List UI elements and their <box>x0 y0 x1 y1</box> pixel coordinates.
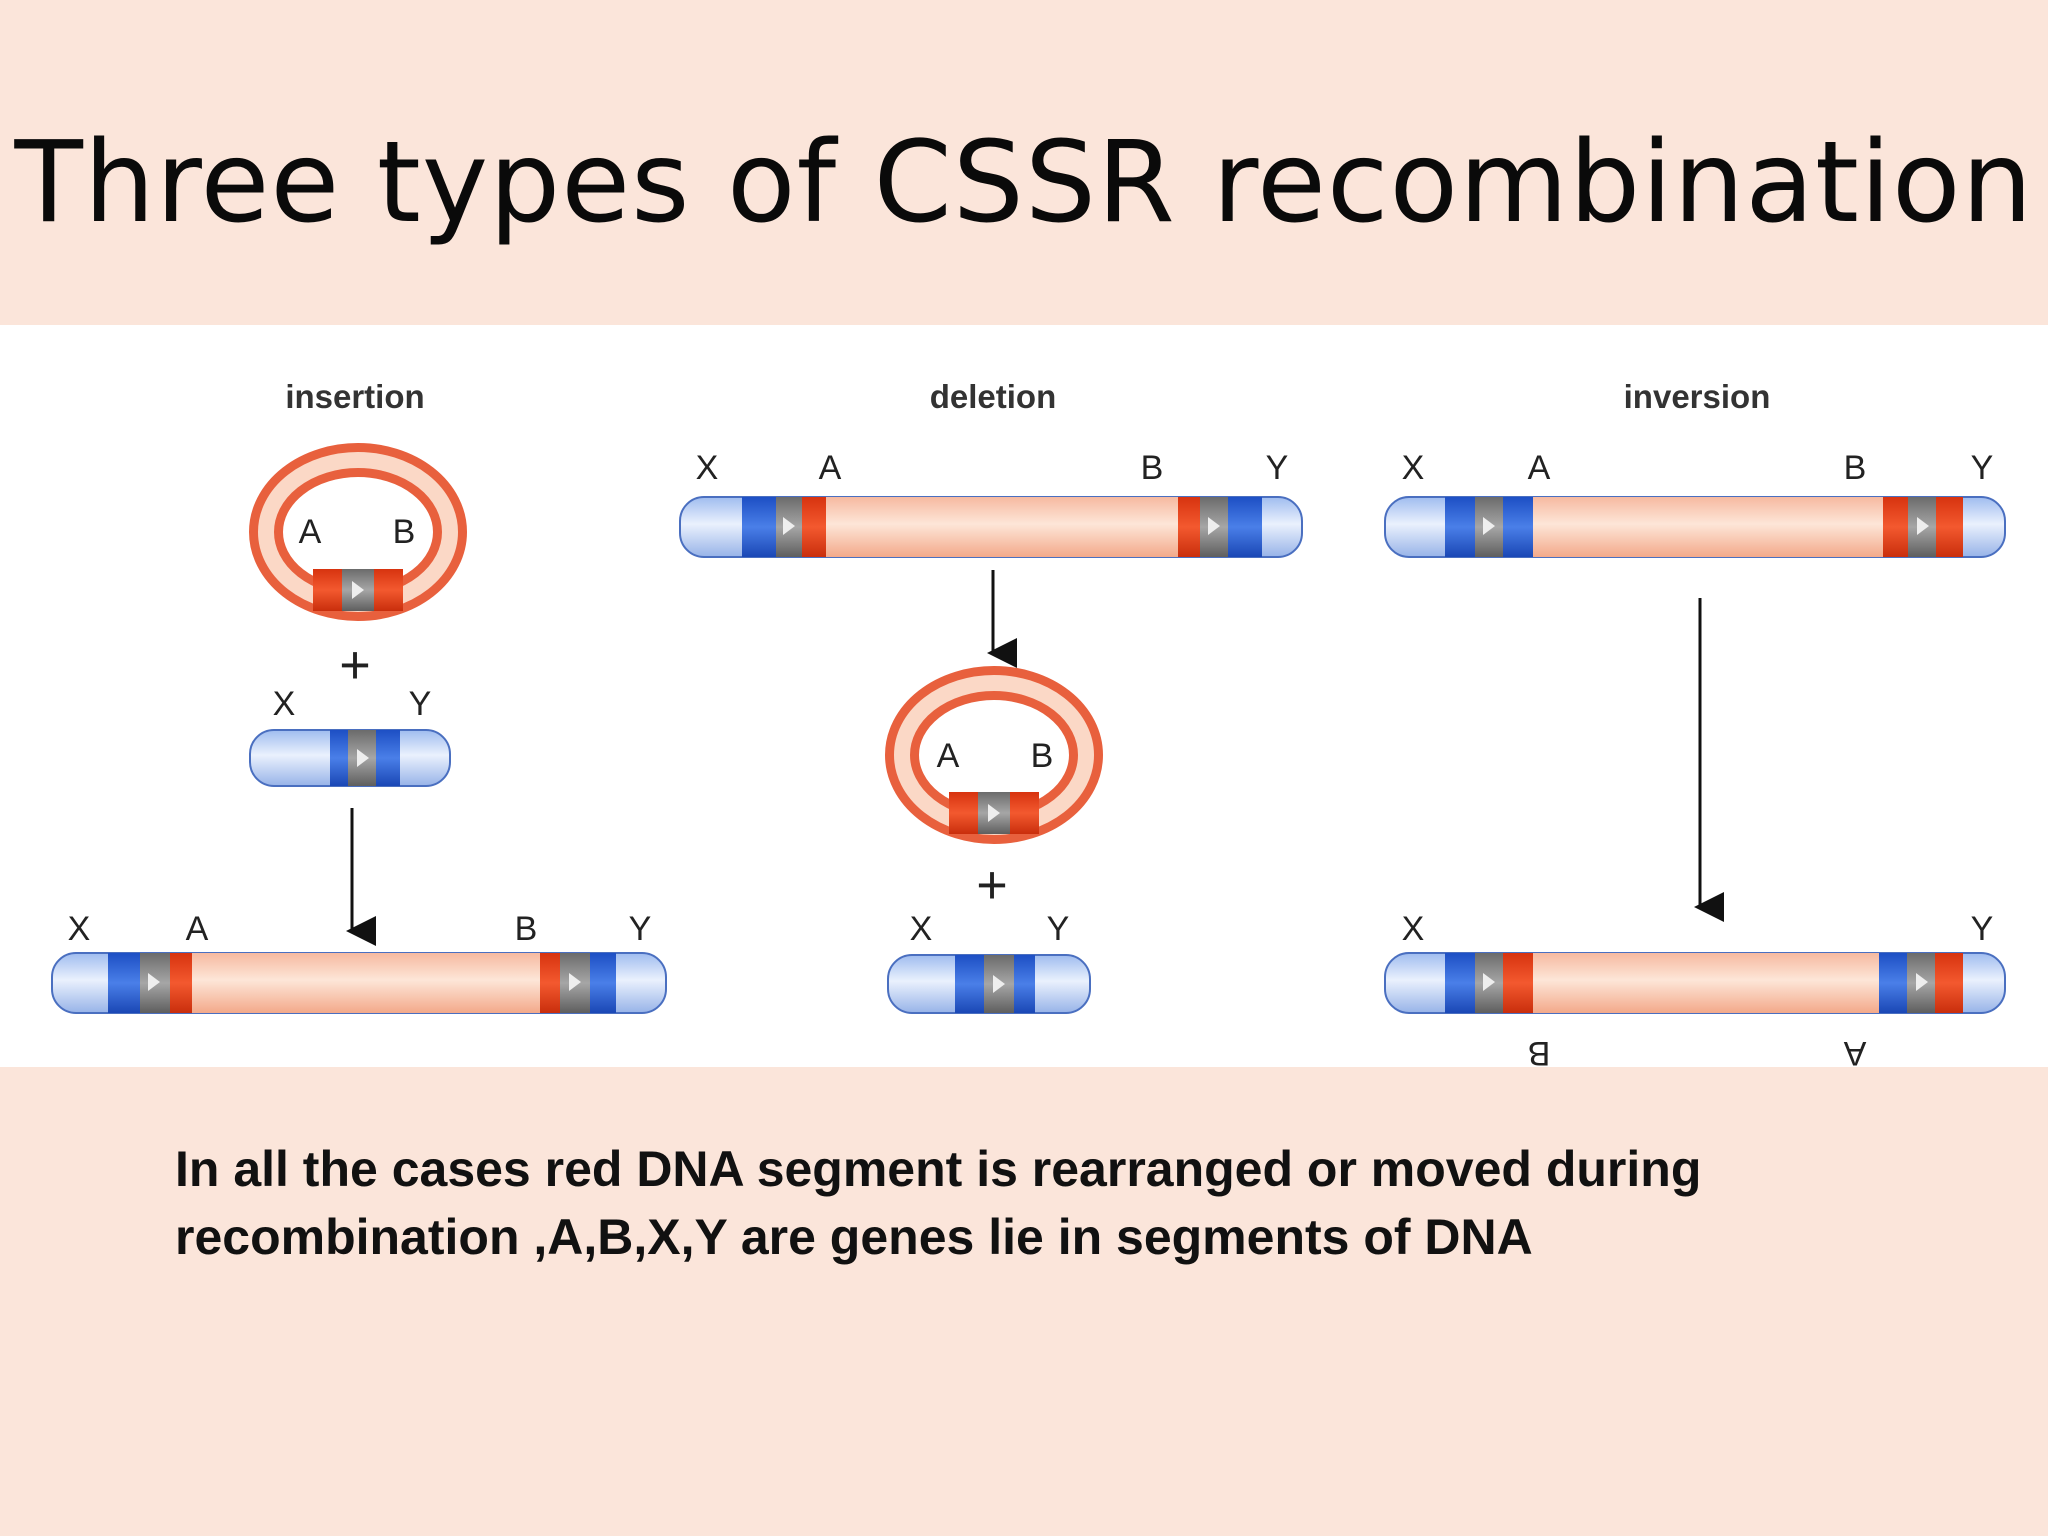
slide-caption: In all the cases red DNA segment is rear… <box>175 1135 1925 1271</box>
inversion-label-x: X <box>1402 449 1425 487</box>
deletion-ring-label-b: B <box>1031 737 1054 775</box>
diagram-canvas: insertion deletion inversion A B + X Y X <box>51 378 2006 1067</box>
insertion-product-a: A <box>186 910 209 948</box>
slide-title: Three types of CSSR recombination <box>14 118 2034 248</box>
inversion-product-dna: X Y B A <box>1384 910 2006 1067</box>
inversion-product-b-inverted: B <box>1528 1034 1551 1067</box>
inversion-product-a-inverted: A <box>1843 1034 1866 1067</box>
inversion-source-dna: X A B Y <box>1384 449 2006 558</box>
deletion-source-dna: X A B Y <box>679 449 1303 558</box>
deletion-product-y: Y <box>1047 910 1070 948</box>
insertion-xy-segment: X Y <box>249 685 451 787</box>
insertion-label-y: Y <box>409 685 432 723</box>
insertion-ring-label-b: B <box>393 513 416 551</box>
deletion-label-a: A <box>819 449 842 487</box>
insertion-ring-label-a: A <box>299 513 322 551</box>
deletion-label-x: X <box>696 449 719 487</box>
caption-line-2: recombination ,A,B,X,Y are genes lie in … <box>175 1209 1533 1265</box>
caption-line-1: In all the cases red DNA segment is rear… <box>175 1141 1702 1197</box>
deletion-xy-product: X Y <box>887 910 1091 1014</box>
deletion-ring-label-a: A <box>937 737 960 775</box>
heading-insertion: insertion <box>285 378 424 415</box>
deletion-plus-sign: + <box>976 855 1008 915</box>
inversion-product-y: Y <box>1971 910 1994 948</box>
deletion-label-b: B <box>1141 449 1164 487</box>
insertion-product-dna: X A B Y <box>51 910 667 1014</box>
deletion-circular-dna: A B <box>885 666 1103 844</box>
inversion-product-x: X <box>1402 910 1425 948</box>
insertion-circular-dna: A B <box>249 443 467 621</box>
cssr-diagram: insertion deletion inversion A B + X Y X <box>0 325 2048 1067</box>
insertion-product-y: Y <box>629 910 652 948</box>
deletion-product-x: X <box>910 910 933 948</box>
inversion-label-y: Y <box>1971 449 1994 487</box>
deletion-label-y: Y <box>1266 449 1289 487</box>
insertion-label-x: X <box>273 685 296 723</box>
inversion-label-b: B <box>1844 449 1867 487</box>
insertion-product-x: X <box>68 910 91 948</box>
heading-inversion: inversion <box>1624 378 1771 415</box>
heading-deletion: deletion <box>930 378 1057 415</box>
inversion-label-a: A <box>1528 449 1551 487</box>
insertion-plus-sign: + <box>339 635 371 695</box>
insertion-product-b: B <box>515 910 538 948</box>
